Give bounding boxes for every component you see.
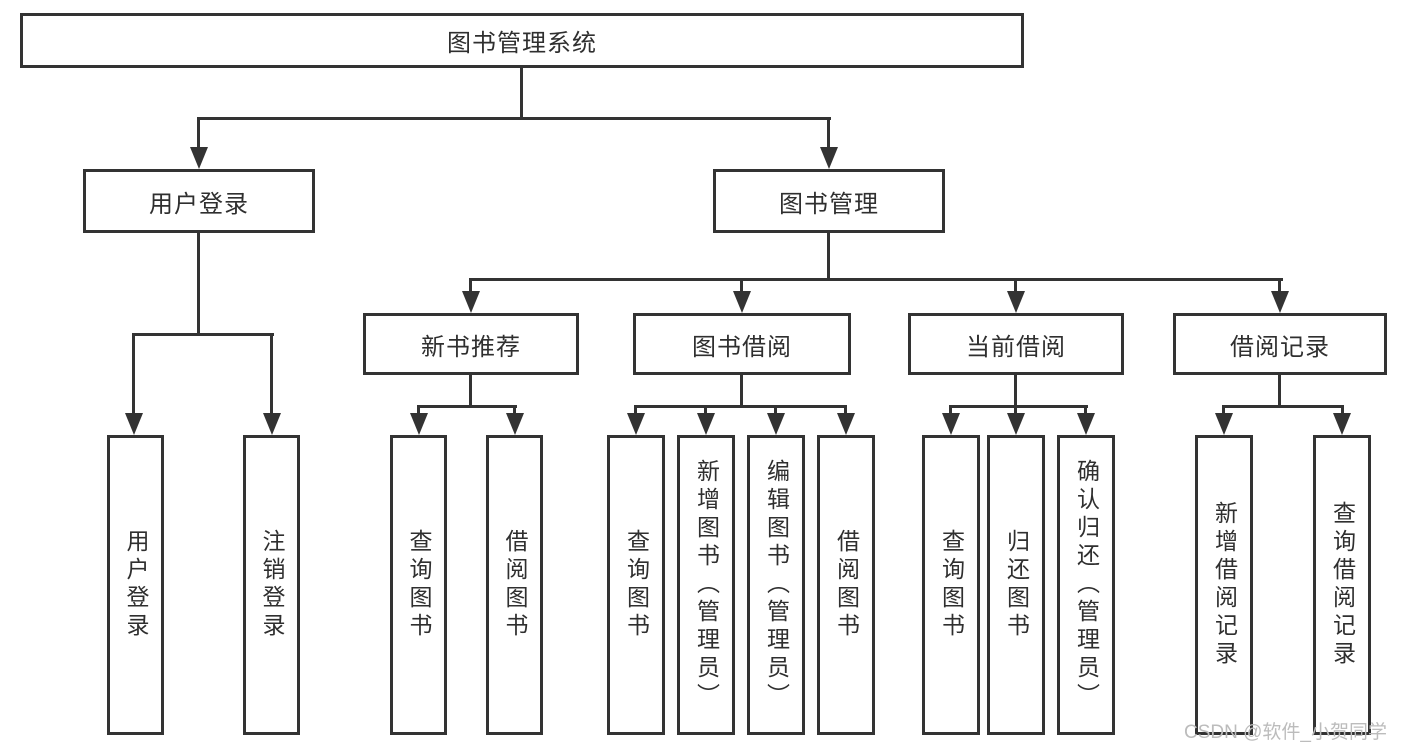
connector-drop — [949, 405, 952, 417]
connector-drop — [1222, 405, 1225, 417]
leaf-br-add-borrow-record: 新增借阅记录 — [1195, 435, 1253, 735]
connector-stem — [1014, 375, 1017, 407]
connector-bus — [417, 405, 517, 408]
arrow-down-icon — [1077, 413, 1095, 435]
node-label: 图书管理 — [779, 190, 879, 218]
leaf-nb-query-book: 查询图书 — [390, 435, 447, 735]
leaf-label: 确认归还（管理员） — [1073, 459, 1100, 711]
connector-stem — [827, 233, 830, 280]
leaf-br-query-borrow-record: 查询借阅记录 — [1313, 435, 1371, 735]
leaf-label: 注销登录 — [259, 529, 285, 641]
connector-drop — [469, 278, 472, 293]
connector-drop — [1014, 405, 1017, 417]
node-label: 图书管理系统 — [447, 30, 597, 57]
node-new-book-recommend: 新书推荐 — [363, 313, 579, 375]
arrow-down-icon — [837, 413, 855, 435]
leaf-cb-confirm-return-admin: 确认归还（管理员） — [1057, 435, 1115, 735]
connector-drop — [844, 405, 847, 417]
leaf-label: 用户登录 — [123, 529, 149, 641]
connector-drop — [197, 117, 200, 149]
connector-drop — [513, 405, 516, 417]
connector-drop — [774, 405, 777, 417]
connector-stem — [469, 375, 472, 407]
leaf-label: 借阅图书 — [833, 529, 860, 641]
arrow-down-icon — [942, 413, 960, 435]
leaf-label: 新增图书（管理员） — [693, 459, 720, 711]
leaf-bb-add-book-admin: 新增图书（管理员） — [677, 435, 735, 735]
leaf-label: 借阅图书 — [502, 529, 528, 641]
leaf-cb-query-book: 查询图书 — [922, 435, 980, 735]
leaf-label: 新增借阅记录 — [1211, 501, 1238, 669]
node-root: 图书管理系统 — [20, 13, 1024, 68]
connector-drop — [270, 333, 273, 415]
arrow-down-icon — [627, 413, 645, 435]
connector-drop — [132, 333, 135, 415]
arrow-down-icon — [462, 291, 480, 313]
connector-drop — [740, 278, 743, 293]
node-book-management: 图书管理 — [713, 169, 945, 233]
leaf-label: 查询图书 — [623, 529, 650, 641]
connector-bus — [132, 333, 274, 336]
arrow-down-icon — [1007, 413, 1025, 435]
connector-drop — [1014, 278, 1017, 293]
leaf-nb-borrow-book: 借阅图书 — [486, 435, 543, 735]
node-user-login: 用户登录 — [83, 169, 315, 233]
connector-bus — [949, 405, 1088, 408]
connector-bus — [1222, 405, 1344, 408]
arrow-down-icon — [733, 291, 751, 313]
leaf-bb-query-book: 查询图书 — [607, 435, 665, 735]
node-current-borrow: 当前借阅 — [908, 313, 1124, 375]
arrow-down-icon — [767, 413, 785, 435]
connector-bus — [197, 117, 831, 120]
leaf-label: 查询图书 — [406, 529, 432, 641]
connector-drop — [704, 405, 707, 417]
leaf-label: 查询借阅记录 — [1329, 501, 1356, 669]
arrow-down-icon — [1215, 413, 1233, 435]
connector-bus — [469, 278, 1283, 281]
leaf-bb-edit-book-admin: 编辑图书（管理员） — [747, 435, 805, 735]
leaf-logout: 注销登录 — [243, 435, 300, 735]
node-borrow-record: 借阅记录 — [1173, 313, 1387, 375]
arrow-down-icon — [1271, 291, 1289, 313]
leaf-label: 归还图书 — [1003, 529, 1030, 641]
arrow-down-icon — [820, 147, 838, 169]
node-label: 用户登录 — [149, 190, 249, 218]
arrow-down-icon — [125, 413, 143, 435]
connector-stem — [520, 68, 523, 118]
arrow-down-icon — [697, 413, 715, 435]
arrow-down-icon — [410, 413, 428, 435]
connector-drop — [417, 405, 420, 417]
node-label: 图书借阅 — [692, 333, 792, 361]
arrow-down-icon — [1007, 291, 1025, 313]
arrow-down-icon — [1333, 413, 1351, 435]
leaf-bb-borrow-book: 借阅图书 — [817, 435, 875, 735]
leaf-user-login: 用户登录 — [107, 435, 164, 735]
leaf-label: 编辑图书（管理员） — [763, 459, 790, 711]
leaf-cb-return-book: 归还图书 — [987, 435, 1045, 735]
connector-drop — [1084, 405, 1087, 417]
arrow-down-icon — [263, 413, 281, 435]
connector-stem — [197, 233, 200, 335]
node-label: 借阅记录 — [1230, 333, 1330, 361]
leaf-label: 查询图书 — [938, 529, 965, 641]
connector-stem — [740, 375, 743, 407]
connector-stem — [1278, 375, 1281, 407]
node-book-borrow: 图书借阅 — [633, 313, 851, 375]
connector-drop — [1341, 405, 1344, 417]
arrow-down-icon — [506, 413, 524, 435]
node-label: 新书推荐 — [421, 333, 521, 361]
connector-drop — [827, 117, 830, 149]
watermark: CSDN @软件_小贺同学 — [1184, 722, 1387, 743]
connector-drop — [1278, 278, 1281, 293]
connector-drop — [634, 405, 637, 417]
arrow-down-icon — [190, 147, 208, 169]
node-label: 当前借阅 — [966, 333, 1066, 361]
connector-bus — [634, 405, 847, 408]
